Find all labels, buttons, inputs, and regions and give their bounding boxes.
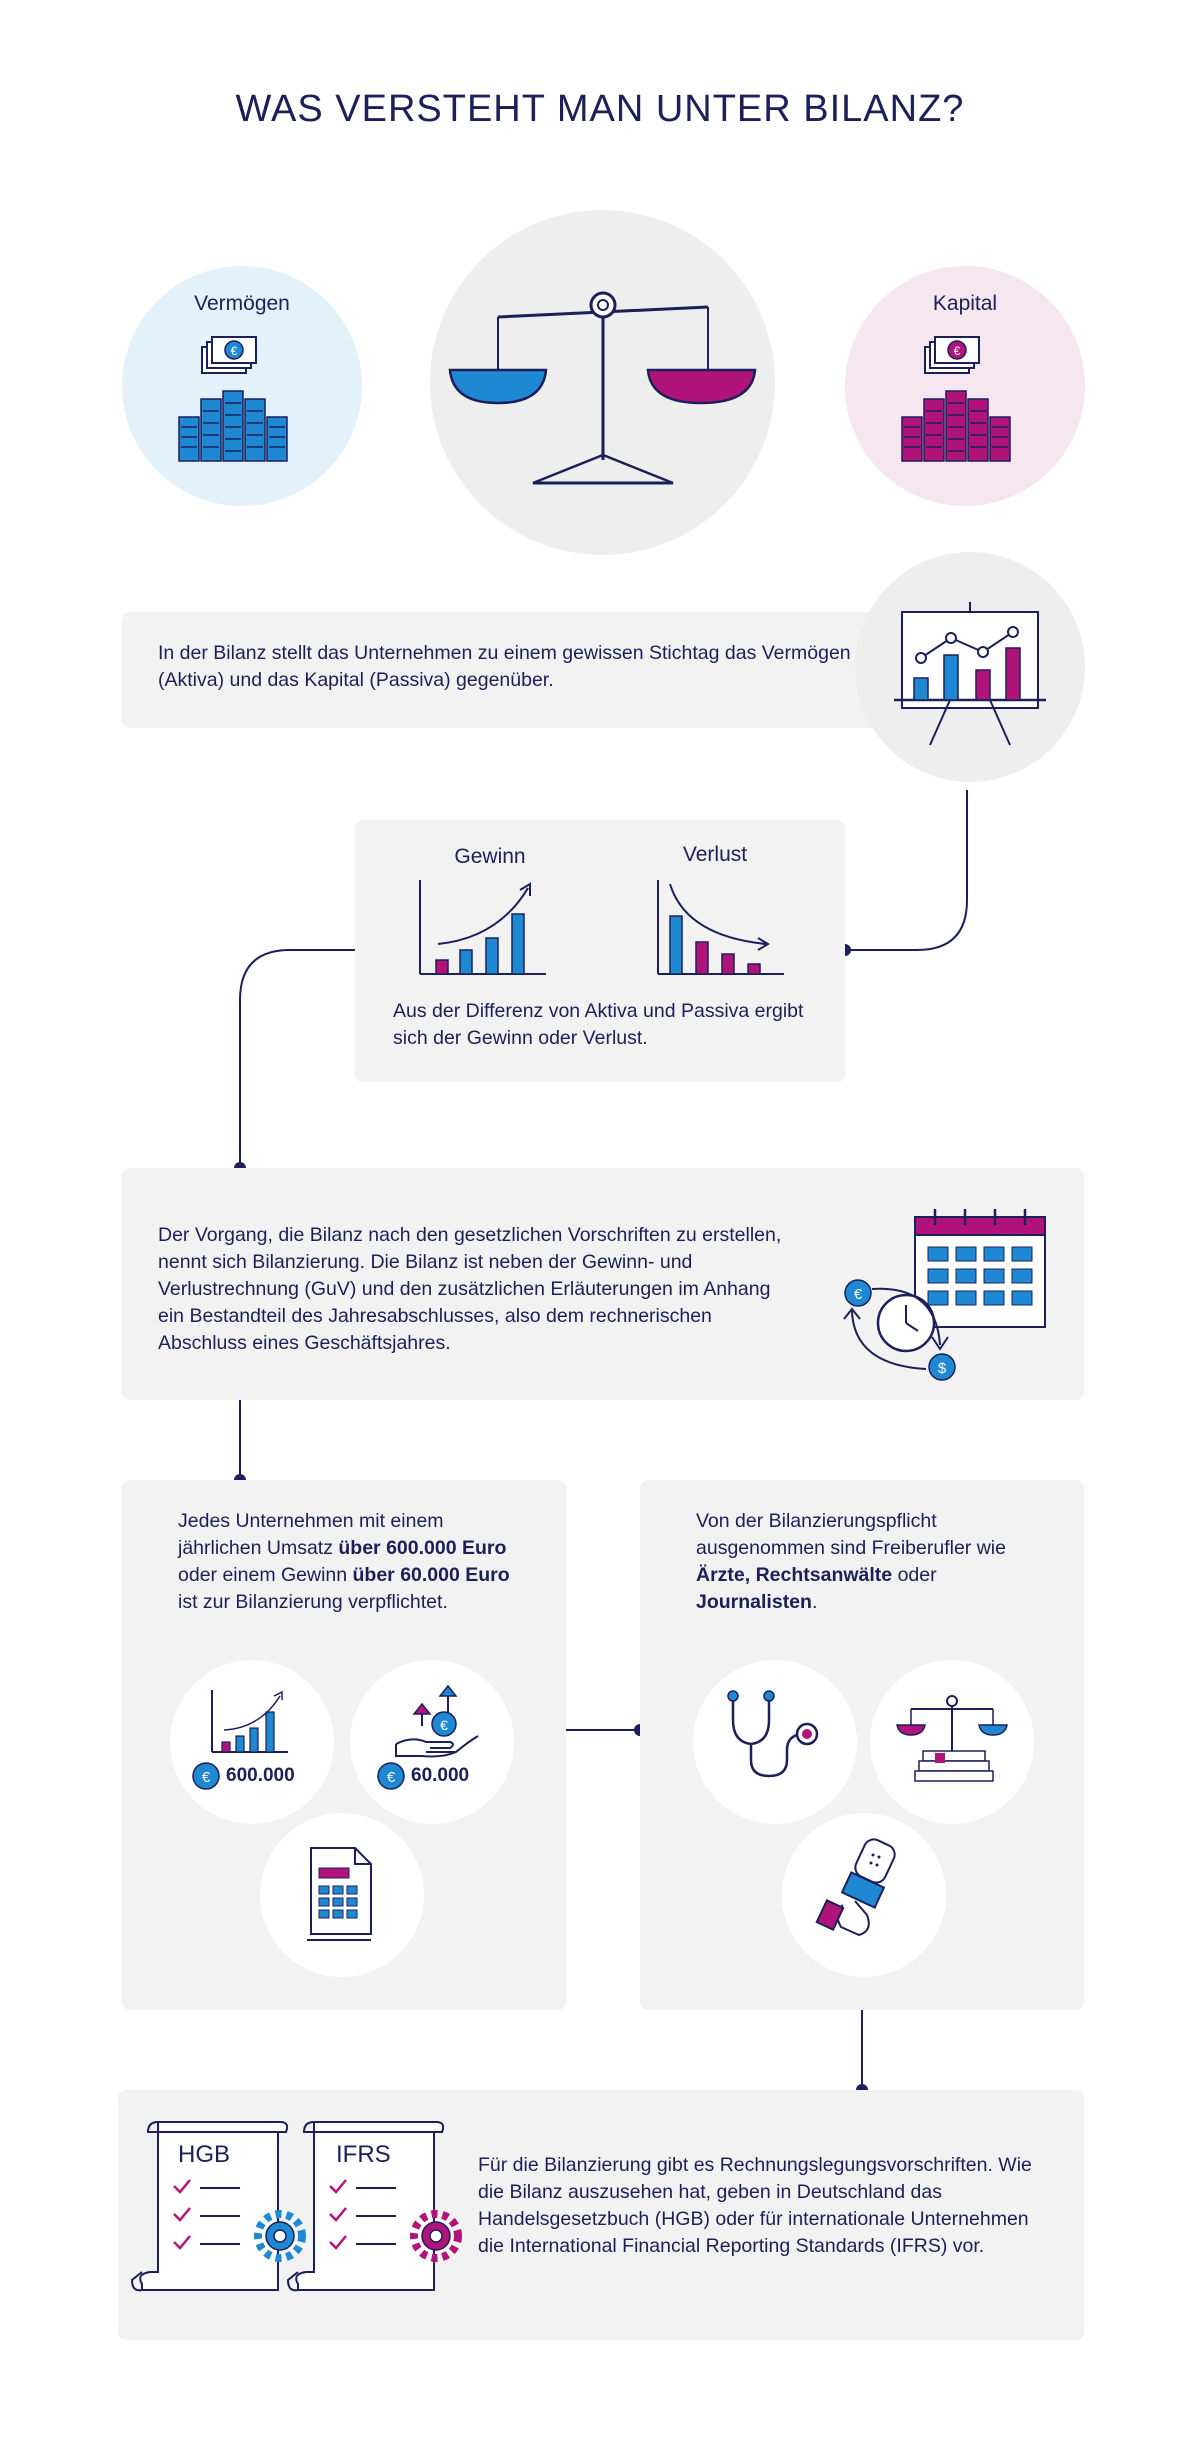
balance-scale-icon (448, 291, 757, 485)
stethoscope-icon (727, 1690, 819, 1778)
balancing-text: Der Vorgang, die Bilanz nach den gesetzl… (158, 1224, 782, 1354)
exemption-journalists-highlight: Journalisten (696, 1591, 812, 1613)
money-stack-icon: € (901, 336, 1011, 462)
obligation-text-part: ist zur Bilanzierung verpflichtet. (178, 1591, 448, 1613)
growth-chart-icon (419, 880, 546, 975)
doctor-circle (693, 1660, 857, 1824)
money-stack-icon: € (178, 336, 288, 462)
profit-label: Gewinn (454, 845, 526, 868)
svg-text:€: € (387, 1769, 396, 1786)
calendar-clock-icon: € $ (843, 1209, 1046, 1381)
euro-coin-icon: € (377, 1762, 405, 1790)
svg-text:€: € (440, 1717, 448, 1733)
intro-text: In der Bilanz stellt das Unternehmen zu … (158, 642, 851, 691)
obligation-revenue-highlight: über 600.000 Euro (338, 1537, 507, 1559)
assets-circle (122, 266, 362, 506)
document-gear-icon (286, 2121, 462, 2292)
decline-chart-icon (657, 880, 784, 975)
euro-coin-icon: € (192, 1762, 220, 1790)
loss-label: Verlust (682, 843, 748, 866)
intro-box (122, 612, 952, 728)
obligation-profit-highlight: über 60.000 Euro (352, 1564, 510, 1586)
exemption-text-part: Von der Bilanzierungspflicht ausgenommen… (696, 1510, 1006, 1559)
exemption-text-part: oder (892, 1564, 937, 1586)
obligation-text: Jedes Unternehmen mit einem jährlichen U… (178, 1508, 528, 1616)
page-title: WAS VERSTEHT MAN UNTER BILANZ? (235, 88, 965, 130)
profit-loss-text: Aus der Differenz von Aktiva und Passiva… (393, 1000, 804, 1049)
exemption-professions-highlight: Ärzte, Rechtsanwälte (696, 1564, 893, 1586)
ifrs-title: IFRS (336, 2141, 391, 2168)
obligation-text-part: oder einem Gewinn (178, 1564, 353, 1586)
svg-text:€: € (231, 344, 238, 358)
hand-euro-icon: € (395, 1684, 479, 1758)
revenue-amount: 600.000 (226, 1765, 295, 1786)
capital-circle (845, 266, 1085, 506)
svg-text:€: € (854, 1286, 863, 1303)
calculator-icon (307, 1847, 372, 1941)
justice-scale-icon (896, 1695, 1008, 1782)
document-gear-icon (130, 2121, 306, 2292)
assets-label: Vermögen (194, 292, 290, 315)
capital-label: Kapital (932, 292, 998, 315)
microphone-icon (815, 1838, 896, 1937)
svg-text:$: $ (938, 1360, 947, 1377)
hgb-title: HGB (178, 2141, 231, 2168)
svg-text:€: € (954, 344, 961, 358)
presentation-chart-icon (894, 602, 1046, 746)
exemption-text-part: . (811, 1591, 818, 1613)
regulations-text: Für die Bilanzierung gibt es Rechnungsle… (478, 2154, 1032, 2257)
svg-text:€: € (202, 1769, 211, 1786)
exemption-text: Von der Bilanzierungspflicht ausgenommen… (696, 1508, 1036, 1616)
growth-chart-icon (211, 1690, 288, 1753)
profit-loss-box (355, 820, 845, 1082)
obligation-text-part: Jedes Unternehmen mit einem jährlichen U… (178, 1510, 444, 1559)
profit-amount: 60.000 (411, 1765, 470, 1786)
